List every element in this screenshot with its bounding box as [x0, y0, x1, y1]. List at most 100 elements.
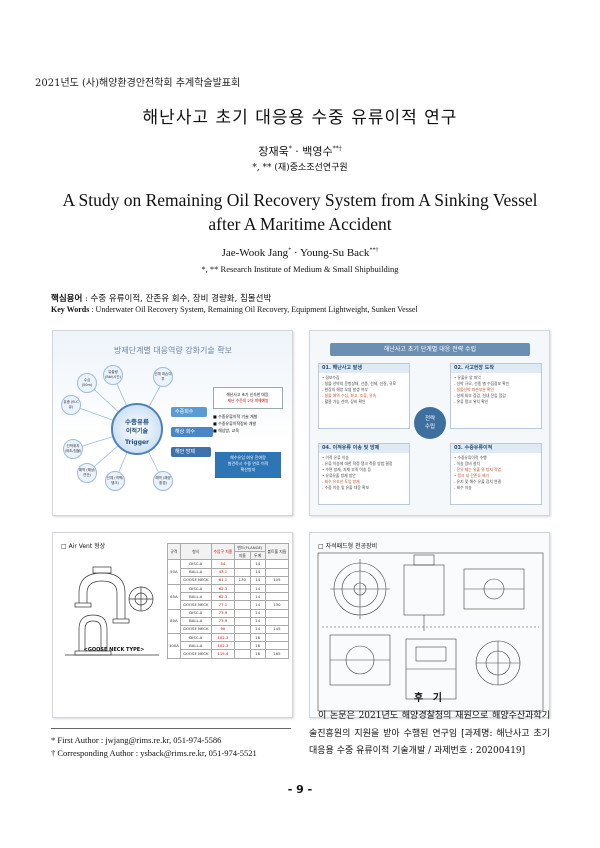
table-cell: 62.3 — [210, 592, 235, 602]
author-2: 백영수 — [302, 145, 333, 158]
table-cell: BALL-A — [179, 567, 212, 577]
table-cell: 130 — [264, 600, 290, 610]
figure1-node: 유출량 (Bbl/시간) — [103, 365, 123, 385]
keywords-english-label: Key Words — [51, 305, 90, 314]
figure-response-capability: 방제단계별 대응역량 강화기술 확보 수심 (50m) 유출량 (Bbl/시간)… — [52, 330, 293, 516]
table-cell — [233, 633, 251, 643]
figure1-result-box: 해수유입 여유 잔여량 발견즉시 수중 연료 이적 확산방지 — [215, 452, 281, 478]
figure1-list-item: ■ 수중유류이적 기술 개발 — [213, 414, 258, 419]
affiliation-korean: *, ** (재)중소조선연구원 — [252, 163, 348, 173]
figure1-node: 유종 (B-C유) — [61, 395, 81, 415]
table-cell: 16 — [249, 641, 266, 651]
table-cell: BALL-A — [179, 592, 212, 602]
author-1-mark: * — [288, 145, 292, 153]
strategy-box-head: 01. 해난사고 발생 — [319, 364, 409, 373]
strategy-box: 03. 수중유류이적 • 수중유류이적 수행- 이송 장비 설치- 잔유 제는 … — [450, 443, 542, 505]
table-cell: 61.1 — [210, 575, 235, 585]
table-cell: 54 — [210, 559, 235, 569]
figure1-goal-line2: 재난 수준의 2차 피해예방 — [227, 398, 269, 403]
table-cell: 14 — [249, 559, 266, 569]
table-cell: 80A — [167, 608, 181, 635]
table-cell — [233, 559, 251, 569]
table-cell: 102.3 — [210, 641, 235, 651]
table-cell — [264, 583, 290, 594]
table-cell: 115.4 — [210, 649, 235, 659]
figure1-center-line2: 이적기술 — [125, 428, 149, 435]
figure1-center-line3: Trigger — [124, 439, 150, 446]
figure1-center-line1: 수중유류 — [125, 418, 149, 426]
table-cell: GOOSE NECK — [179, 624, 212, 635]
footnote-first-author: * First Author : jwjang@rims.re.kr, 051-… — [51, 735, 222, 745]
table-cell: 62.3 — [210, 583, 235, 594]
figure1-result-line: 해수유입 여유 잔여량 — [230, 455, 266, 460]
table-header: 밴드(FLANGE) — [233, 542, 266, 553]
table-cell — [233, 624, 251, 635]
table-cell: 16 — [249, 633, 266, 643]
strategy-box: 04. 이적유류 이송 및 방제 • 이적 유류 이송- 유류 이송에 대한 적… — [318, 443, 410, 505]
table-cell: 73.9 — [210, 608, 235, 618]
table-cell: 73.9 — [210, 616, 235, 626]
table-cell — [264, 567, 290, 577]
figure1-node: 선체 파손여부 — [153, 367, 173, 387]
table-cell — [233, 616, 251, 626]
table-cell — [264, 592, 290, 602]
figure1-list-item: ■ 해상방, 교육 — [213, 428, 240, 433]
strategy-box: 01. 해난사고 발생 • 정보수집- 침몰 선박의 운항상태, 선종, 선체,… — [318, 363, 410, 429]
author-2-mark: **† — [332, 145, 342, 153]
table-cell — [264, 559, 290, 569]
keywords-korean: 핵심용어 : 수중 유류이적, 잔존유 회수, 장비 경량화, 침몰선박 — [51, 292, 271, 304]
table-header-row: 규격 형식 수압구 치종 밴드(FLANGE) 볼트홀 지름 — [167, 542, 290, 561]
figure1-band: 수중회수 — [171, 407, 207, 417]
table-cell: DISC-A — [179, 608, 212, 618]
table-cell: DISC-A — [179, 583, 212, 594]
table-cell — [233, 649, 251, 659]
affiliation-english: *, ** Research Institute of Medium & Sma… — [201, 264, 399, 274]
table-cell: DISC-A — [179, 559, 212, 569]
figure1-node: 선체 (격벽/탱크) — [105, 471, 125, 491]
keywords-korean-text: : 수중 유류이적, 잔존유 회수, 장비 경량화, 침몰선박 — [82, 294, 272, 304]
drilling-equipment-drawing — [317, 552, 544, 712]
table-cell: 14 — [249, 616, 266, 626]
figure1-center-circle: 수중유류 이적기술 Trigger — [111, 403, 163, 455]
table-header: 수압구 치종 — [210, 542, 235, 561]
figure1-result-line: 발견즉시 수중 연료 이적 — [227, 461, 269, 466]
figure4-label: □ 자석패드형 천공장비 — [318, 543, 378, 550]
figure-air-vent: □ Air Vent 형상 <GOOSE NECK TYPE> 규격 형식 — [52, 532, 293, 718]
table-subheader: 지름 — [233, 551, 251, 561]
figure-magnetic-pad-drill: □ 자석패드형 천공장비 — [309, 532, 550, 718]
figure1-node: 선박위치 (좌초/침몰) — [63, 439, 83, 459]
air-vent-spec-table: 규격 형식 수압구 치종 밴드(FLANGE) 볼트홀 지름 지름 두께 50A… — [167, 542, 290, 659]
table-cell — [264, 616, 290, 626]
conference-header: 2021년도 (사)해양환경안전학회 추계학술발표회 — [35, 78, 241, 89]
figure1-node: 수심 (50m) — [77, 373, 97, 393]
strategy-box: 02. 사고현장 도착 • 유출유 양 파악- 선박 규모, 선종 별 수집정보… — [450, 363, 542, 429]
table-cell: 145 — [264, 624, 290, 635]
footnotes: * First Author : jwjang@rims.re.kr, 051-… — [51, 728, 291, 760]
table-cell: 14 — [249, 583, 266, 594]
authors-korean: 장재욱* · 백영수**† — [0, 143, 600, 159]
table-cell: 14 — [249, 608, 266, 618]
figure1-result-line: 확산방지 — [240, 467, 256, 472]
table-cell: DISC-A — [179, 633, 212, 643]
table-cell — [264, 633, 290, 643]
table-cell: 14 — [249, 592, 266, 602]
table-cell — [233, 592, 251, 602]
table-cell — [264, 641, 290, 651]
table-cell: GOOSE NECK — [179, 600, 212, 610]
table-cell: 130 — [233, 575, 251, 585]
table-header: 규격 — [167, 542, 181, 561]
table-cell: BALL-A — [179, 641, 212, 651]
table-subheader: 두께 — [249, 551, 266, 561]
strategy-box-head: 04. 이적유류 이송 및 방제 — [319, 444, 409, 453]
table-cell: 50A — [167, 559, 181, 585]
table-cell: 14 — [249, 624, 266, 635]
author-1: 장재욱 — [258, 145, 289, 158]
table-cell — [233, 567, 251, 577]
author-separator: · — [291, 145, 303, 158]
